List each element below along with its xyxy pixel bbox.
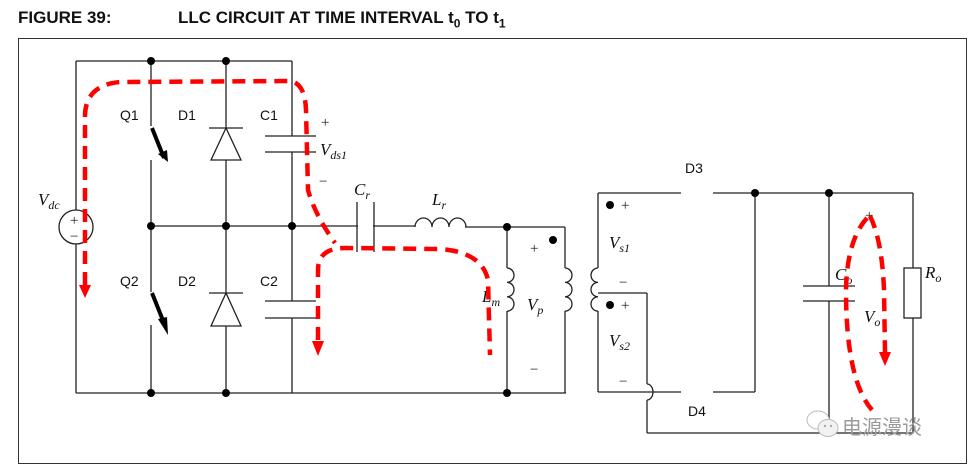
figure-number: FIGURE 39: bbox=[18, 8, 112, 27]
q1-switch: Q1 bbox=[120, 107, 168, 162]
lr-inductor: Lr bbox=[414, 190, 467, 228]
co-capacitor: Co bbox=[803, 265, 855, 302]
inductor-icon bbox=[414, 217, 467, 228]
current-path-primary-upper bbox=[79, 78, 337, 298]
vs1-label: Vs1 bbox=[609, 233, 630, 255]
winding-icon bbox=[564, 267, 573, 312]
figure-caption: LLC CIRCUIT AT TIME INTERVAL t0 TO t1 bbox=[178, 8, 506, 31]
c1-capacitor: C1 + Vds1 − bbox=[260, 107, 347, 190]
svg-text:C1: C1 bbox=[260, 107, 278, 123]
vdc-label: Vdc bbox=[38, 190, 60, 212]
svg-text:−: − bbox=[619, 374, 627, 390]
cr-label: Cr bbox=[354, 180, 370, 202]
vo-label: Vo bbox=[864, 307, 880, 329]
resistor-icon bbox=[903, 267, 922, 319]
polarity-dot bbox=[549, 236, 557, 244]
arrow-down-icon bbox=[879, 352, 891, 366]
figure-title: FIGURE 39: LLC CIRCUIT AT TIME INTERVAL t… bbox=[18, 8, 506, 30]
lr-label: Lr bbox=[431, 190, 446, 212]
transformer-primary: + Vp − bbox=[527, 236, 573, 378]
ro-resistor: Ro bbox=[903, 263, 941, 319]
switch-icon bbox=[150, 292, 166, 324]
junction-dots-secondary bbox=[751, 189, 833, 197]
vp-label: Vp bbox=[527, 295, 543, 317]
diode-icon bbox=[209, 126, 243, 161]
svg-text:−: − bbox=[530, 362, 538, 378]
winding-icon bbox=[590, 267, 599, 312]
co-label: Co bbox=[835, 265, 852, 287]
transformer-secondary: + Vs1 − + Vs2 − bbox=[590, 198, 630, 390]
diode-icon bbox=[209, 291, 243, 327]
current-path-resonant-tank bbox=[312, 245, 493, 356]
watermark: 电源漫谈 bbox=[806, 410, 922, 439]
svg-text:−: − bbox=[70, 229, 78, 245]
svg-text:+: + bbox=[621, 298, 629, 314]
svg-text:−: − bbox=[619, 275, 627, 291]
secondary-wiring bbox=[597, 192, 914, 434]
d3-label: D3 bbox=[685, 160, 703, 176]
primary-wiring bbox=[75, 60, 566, 394]
svg-text:Q2: Q2 bbox=[120, 273, 139, 289]
vs2-label: Vs2 bbox=[609, 331, 630, 353]
d2-diode: D2 bbox=[178, 273, 243, 327]
vds1-label: Vds1 bbox=[320, 140, 347, 162]
q2-switch: Q2 bbox=[120, 273, 168, 335]
figure-frame bbox=[18, 38, 967, 464]
lm-label: Lm bbox=[481, 287, 500, 309]
polarity-dot bbox=[606, 201, 614, 209]
arrow-down-icon bbox=[79, 285, 91, 298]
svg-text:Q1: Q1 bbox=[120, 107, 139, 123]
svg-text:+: + bbox=[321, 115, 329, 131]
inductor-icon bbox=[506, 267, 515, 312]
wechat-icon bbox=[806, 410, 839, 437]
d1-diode: D1 bbox=[178, 107, 243, 161]
c2-capacitor: C2 bbox=[260, 273, 316, 319]
cr-capacitor: Cr bbox=[354, 180, 375, 252]
svg-text:D1: D1 bbox=[178, 107, 196, 123]
vo-plus: + bbox=[865, 208, 873, 224]
svg-text:C2: C2 bbox=[260, 273, 278, 289]
svg-text:D2: D2 bbox=[178, 273, 196, 289]
junction-dots-primary bbox=[147, 57, 511, 397]
svg-text:+: + bbox=[70, 213, 78, 229]
svg-text:−: − bbox=[319, 174, 327, 190]
svg-text:+: + bbox=[530, 241, 538, 257]
svg-text:+: + bbox=[621, 198, 629, 214]
watermark-text: 电源漫谈 bbox=[842, 415, 922, 439]
arrow-down-icon bbox=[312, 341, 324, 356]
ro-label: Ro bbox=[924, 263, 941, 285]
polarity-dot bbox=[606, 301, 614, 309]
current-path-output bbox=[843, 214, 891, 412]
d4-label: D4 bbox=[688, 403, 706, 419]
